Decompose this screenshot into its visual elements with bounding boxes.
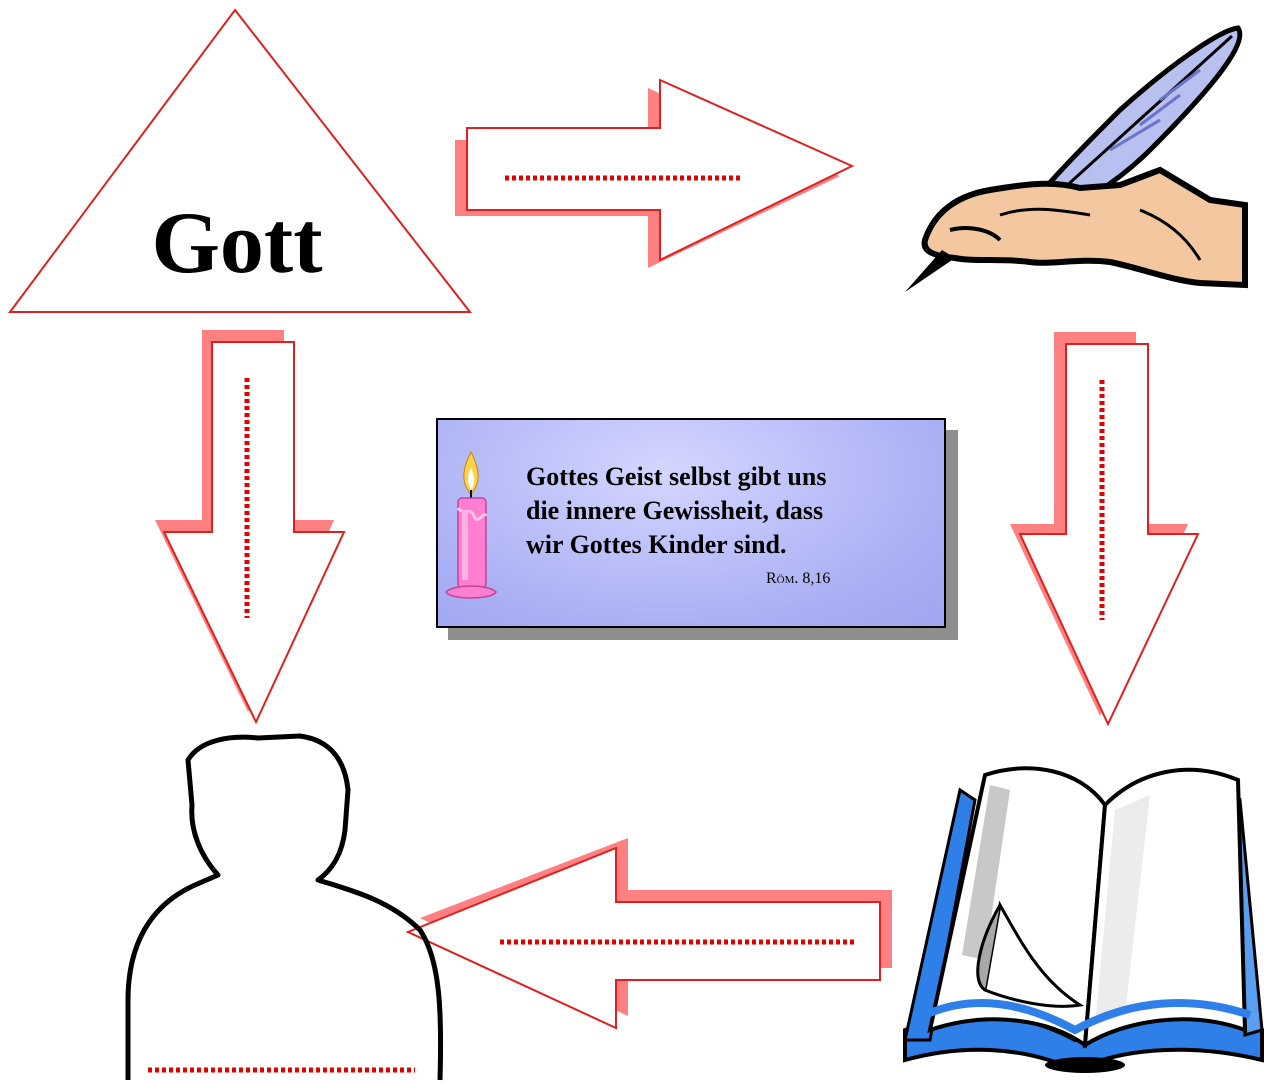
person-silhouette-icon <box>128 736 441 1080</box>
open-book-icon <box>905 768 1262 1073</box>
arrow-left-bottom <box>408 838 892 1028</box>
arrow-down-right <box>1010 332 1198 724</box>
verse-box: Gottes Geist selbst gibt uns die innere … <box>436 418 946 628</box>
verse-line: Gottes Geist selbst gibt uns <box>526 460 926 494</box>
god-triangle: Gott <box>10 10 470 312</box>
verse-line: die innere Gewissheit, dass <box>526 494 926 528</box>
verse-text: Gottes Geist selbst gibt uns die innere … <box>526 460 926 562</box>
verse-line: wir Gottes Kinder sind. <box>526 528 926 562</box>
verse-reference: Röm. 8,16 <box>766 570 830 588</box>
quill-hand-icon <box>905 28 1245 292</box>
candle-icon <box>444 450 498 600</box>
triangle-label: Gott <box>151 195 322 292</box>
arrow-down-left <box>155 330 344 722</box>
arrow-right-top <box>455 80 852 268</box>
